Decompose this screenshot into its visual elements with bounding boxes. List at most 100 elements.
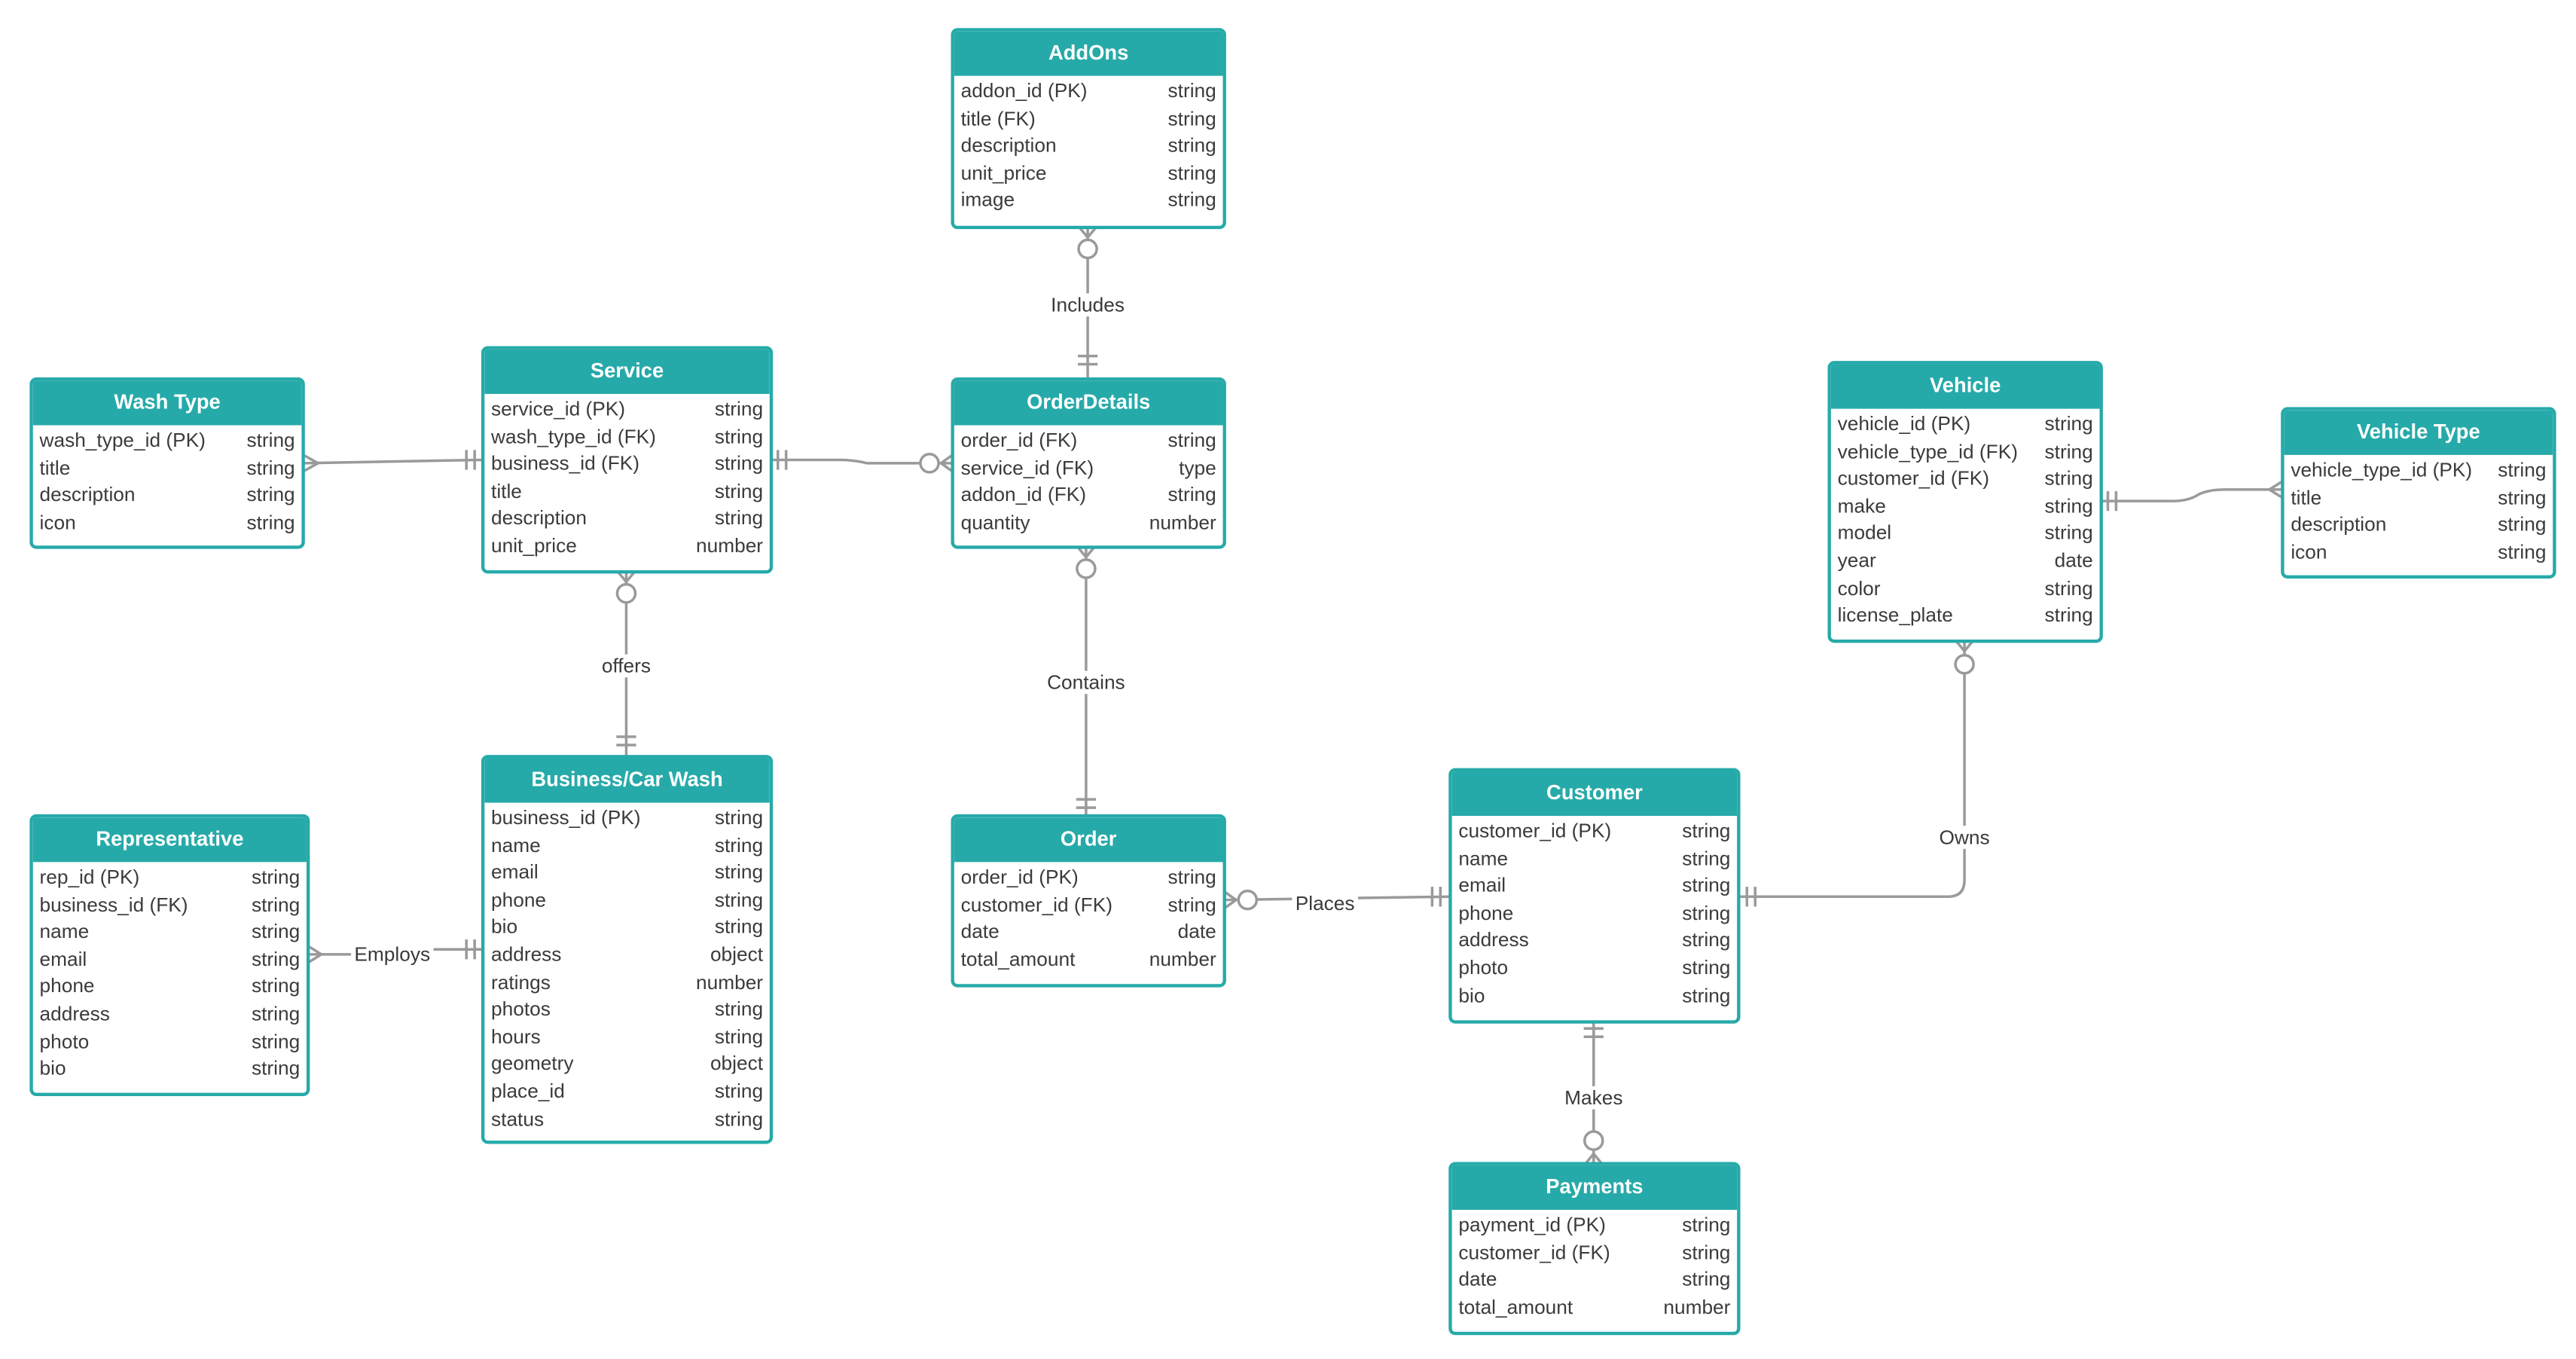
relationship-label-employs: Employs <box>351 942 434 967</box>
field-row: order_id (PK) string <box>954 864 1223 891</box>
field-row: payment_id (PK)string <box>1452 1211 1738 1238</box>
entity-title: OrderDetails <box>954 380 1223 426</box>
field-type: string <box>252 1056 301 1080</box>
field-row: customer_id (FK) string <box>954 891 1223 918</box>
field-name: customer_id (PK) <box>1458 819 1612 843</box>
field-row: rep_id (PK)string <box>33 864 307 891</box>
field-type: string <box>1682 819 1731 843</box>
field-type: string <box>252 947 301 971</box>
field-name: order_id (PK) <box>960 865 1079 889</box>
field-name: icon <box>39 510 76 534</box>
field-name: business_id (FK) <box>39 893 188 916</box>
field-type: date <box>2054 548 2093 573</box>
field-row: business_id (PK)string <box>484 805 770 832</box>
field-type: string <box>714 451 764 475</box>
field-name: title (FK) <box>960 106 1036 130</box>
field-type: string <box>1682 901 1731 924</box>
field-row: vehicle_type_id (FK) string <box>1831 438 2100 465</box>
field-type: string <box>2498 512 2547 536</box>
field-type: string <box>2044 439 2093 463</box>
field-type: string <box>1167 865 1216 889</box>
field-name: model <box>1837 521 1892 545</box>
field-row: customer_id (FK)string <box>1831 465 2100 492</box>
field-type: string <box>1167 893 1216 916</box>
field-type: number <box>696 533 764 557</box>
field-type: string <box>1682 928 1731 952</box>
field-name: business_id (PK) <box>491 805 641 829</box>
entity-title: Service <box>484 349 770 394</box>
field-type: string <box>2044 521 2093 545</box>
connector-offers <box>615 571 637 757</box>
field-name: email <box>491 860 539 884</box>
field-type: string <box>714 1107 764 1130</box>
field-name: description <box>491 506 587 530</box>
entity-title: Payments <box>1451 1165 1738 1210</box>
field-name: total_amount <box>1458 1295 1573 1318</box>
field-type: object <box>710 942 764 967</box>
field-name: vehicle_id (PK) <box>1837 412 1971 435</box>
field-name: photos <box>491 997 551 1021</box>
field-row: total_amount number <box>1452 1293 1738 1321</box>
field-type: string <box>1682 1240 1731 1264</box>
connector-vehicle-vehicletype <box>2101 480 2284 512</box>
field-name: customer_id (FK) <box>1458 1240 1610 1264</box>
field-name: hours <box>491 1025 541 1049</box>
field-type: string <box>252 893 301 916</box>
field-name: vehicle_type_id (FK) <box>1837 439 2018 463</box>
field-type: string <box>714 833 764 857</box>
relationship-label-owns: Owns <box>1936 826 1994 849</box>
field-name: addon_id (PK) <box>960 79 1088 102</box>
entity-addons[interactable]: AddOns addon_id (PK) string title (FK) stri… <box>951 28 1226 230</box>
entity-title: Wash Type <box>32 380 302 426</box>
field-row: business_id (FK)string <box>484 450 770 478</box>
field-name: bio <box>1458 983 1485 1006</box>
field-type: string <box>1682 955 1731 979</box>
field-type: string <box>1167 106 1216 130</box>
field-type: string <box>714 887 764 912</box>
field-row: wash_type_id (PK)string <box>33 427 302 454</box>
field-type: string <box>1167 133 1216 157</box>
entity-business-car-wash[interactable]: Business/Car Wash business_id (PK)string… <box>481 755 774 1144</box>
field-type: string <box>252 920 301 943</box>
field-type: date <box>1177 920 1216 943</box>
field-name: rep_id (PK) <box>39 865 140 889</box>
field-name: customer_id (FK) <box>960 893 1113 916</box>
field-name: total_amount <box>960 947 1076 971</box>
field-name: date <box>1458 1267 1497 1291</box>
field-type: string <box>252 1029 301 1053</box>
field-type: string <box>714 1080 764 1103</box>
entity-title: AddOns <box>954 31 1223 76</box>
field-type: string <box>1167 160 1216 185</box>
field-type: number <box>1663 1295 1731 1318</box>
